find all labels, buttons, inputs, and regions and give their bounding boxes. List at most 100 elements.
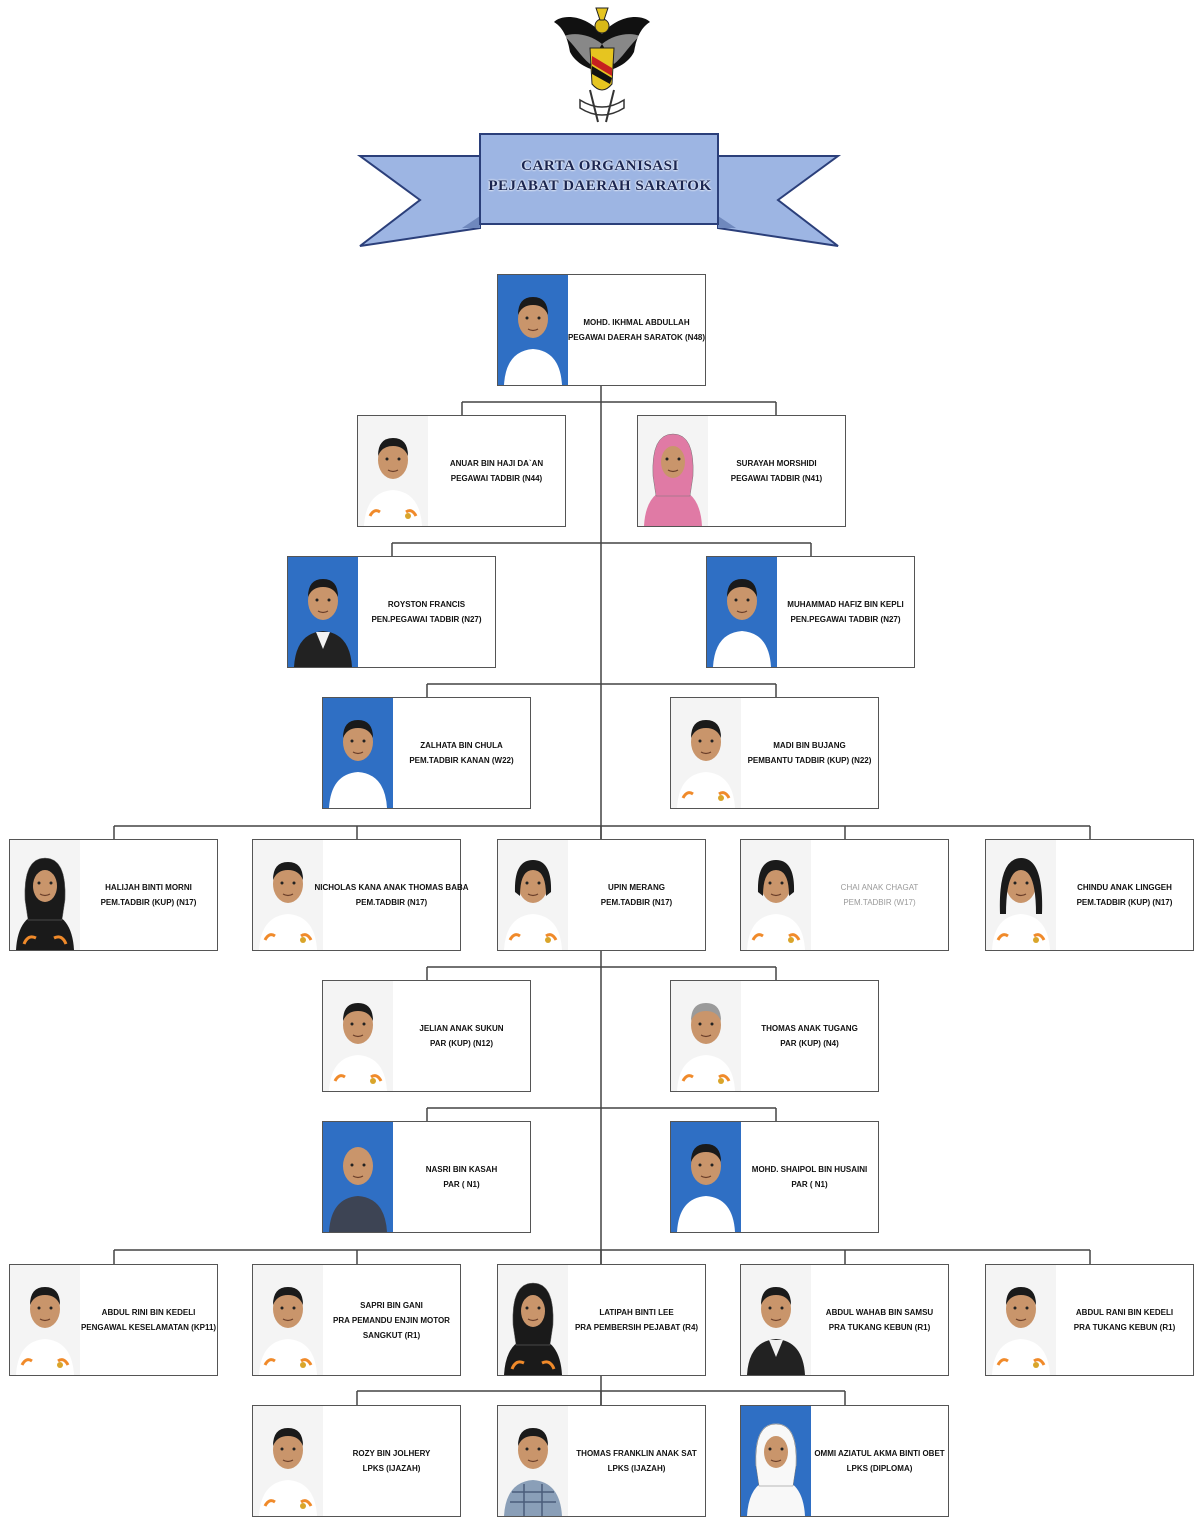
staff-position: PRA PEMANDU ENJIN MOTOR — [333, 1315, 450, 1325]
staff-photo — [498, 275, 568, 385]
staff-position: PAR ( N1) — [791, 1180, 828, 1189]
staff-photo — [10, 1265, 80, 1375]
staff-card: NASRI BIN KASAH PAR ( N1) — [322, 1121, 531, 1233]
title-banner — [356, 133, 842, 247]
staff-position: PRA TUKANG KEBUN (R1) — [828, 1323, 931, 1332]
staff-photo — [986, 840, 1056, 950]
staff-position: PAR (KUP) (N12) — [430, 1039, 493, 1048]
staff-photo — [253, 1265, 323, 1375]
staff-photo — [10, 840, 80, 950]
staff-card: JELIAN ANAK SUKUN PAR (KUP) (N12) — [322, 980, 531, 1092]
page-title: CARTA ORGANISASI PEJABAT DAERAH SARATOK — [480, 156, 720, 196]
staff-card: MOHD. SHAIPOL BIN HUSAINI PAR ( N1) — [670, 1121, 879, 1233]
staff-card: ANUAR BIN HAJI DA`AN PEGAWAI TADBIR (N44) — [357, 415, 566, 527]
staff-name: MOHD. IKHMAL ABDULLAH — [583, 318, 690, 327]
staff-info: ROYSTON FRANCIS PEN.PEGAWAI TADBIR (N27) — [360, 557, 493, 667]
staff-position: SANGKUT (R1) — [362, 1330, 421, 1340]
staff-photo — [323, 1122, 393, 1232]
staff-name: THOMAS FRANKLIN ANAK SAT — [576, 1449, 697, 1458]
staff-photo — [671, 1122, 741, 1232]
staff-info: NASRI BIN KASAH PAR ( N1) — [395, 1122, 528, 1232]
staff-card: ABDUL RANI BIN KEDELI PRA TUKANG KEBUN (R… — [985, 1264, 1194, 1376]
staff-name: ROZY BIN JOLHERY — [352, 1449, 431, 1458]
staff-name: ROYSTON FRANCIS — [387, 600, 466, 609]
staff-info: CHAI ANAK CHAGAT PEM.TADBIR (W17) — [813, 840, 946, 950]
staff-photo — [358, 416, 428, 526]
staff-name: JELIAN ANAK SUKUN — [419, 1024, 504, 1033]
staff-position: PAR (KUP) (N4) — [780, 1039, 839, 1048]
staff-name: ABDUL WAHAB BIN SAMSU — [825, 1308, 934, 1317]
staff-name: UPIN MERANG — [608, 883, 665, 892]
staff-name: HALIJAH BINTI MORNI — [105, 883, 192, 892]
staff-info: ABDUL WAHAB BIN SAMSU PRA TUKANG KEBUN (R… — [813, 1265, 946, 1375]
staff-position: LPKS (DIPLOMA) — [846, 1464, 913, 1473]
staff-photo — [986, 1265, 1056, 1375]
staff-name: SAPRI BIN GANI — [360, 1300, 423, 1310]
staff-position: PRA TUKANG KEBUN (R1) — [1073, 1323, 1176, 1332]
staff-position: PEM.TADBIR (KUP) (N17) — [1076, 898, 1173, 907]
staff-card: CHINDU ANAK LINGGEH PEM.TADBIR (KUP) (N17… — [985, 839, 1194, 951]
staff-photo — [253, 840, 323, 950]
staff-name: MOHD. SHAIPOL BIN HUSAINI — [751, 1165, 868, 1174]
staff-info: MOHD. SHAIPOL BIN HUSAINI PAR ( N1) — [743, 1122, 876, 1232]
staff-name: CHAI ANAK CHAGAT — [840, 883, 919, 892]
staff-position: PEM.TADBIR KANAN (W22) — [409, 756, 514, 765]
staff-info: ANUAR BIN HAJI DA`AN PEGAWAI TADBIR (N44) — [430, 416, 563, 526]
staff-photo — [638, 416, 708, 526]
staff-name: ABDUL RANI BIN KEDELI — [1075, 1308, 1174, 1317]
state-crest-icon — [554, 7, 650, 123]
staff-photo — [741, 1406, 811, 1516]
staff-name: NASRI BIN KASAH — [425, 1165, 498, 1174]
staff-name: ANUAR BIN HAJI DA`AN — [449, 459, 544, 468]
staff-card: ABDUL WAHAB BIN SAMSU PRA TUKANG KEBUN (R… — [740, 1264, 949, 1376]
staff-info: ABDUL RANI BIN KEDELI PRA TUKANG KEBUN (R… — [1058, 1265, 1191, 1375]
staff-photo — [498, 1265, 568, 1375]
staff-card: SAPRI BIN GANI PRA PEMANDU ENJIN MOTOR SAN… — [252, 1264, 461, 1376]
staff-photo — [253, 1406, 323, 1516]
staff-card: MADI BIN BUJANG PEMBANTU TADBIR (KUP) (N2… — [670, 697, 879, 809]
staff-name: OMMI AZIATUL AKMA BINTI OBET — [814, 1449, 945, 1458]
staff-info: OMMI AZIATUL AKMA BINTI OBET LPKS (DIPLOM… — [813, 1406, 946, 1516]
staff-name: CHINDU ANAK LINGGEH — [1077, 883, 1172, 892]
staff-photo — [288, 557, 358, 667]
staff-photo — [671, 698, 741, 808]
staff-card: OMMI AZIATUL AKMA BINTI OBET LPKS (DIPLOM… — [740, 1405, 949, 1517]
staff-info: MADI BIN BUJANG PEMBANTU TADBIR (KUP) (N2… — [743, 698, 876, 808]
staff-info: HALIJAH BINTI MORNI PEM.TADBIR (KUP) (N17… — [82, 840, 215, 950]
staff-photo — [707, 557, 777, 667]
staff-position: PEM.TADBIR (W17) — [843, 898, 916, 907]
staff-info: SURAYAH MORSHIDI PEGAWAI TADBIR (N41) — [710, 416, 843, 526]
staff-position: PEN.PEGAWAI TADBIR (N27) — [371, 615, 482, 624]
staff-photo — [498, 840, 568, 950]
staff-photo — [741, 1265, 811, 1375]
staff-position: PEGAWAI TADBIR (N41) — [730, 474, 823, 483]
staff-name: SURAYAH MORSHIDI — [736, 459, 817, 468]
staff-position: LPKS (IJAZAH) — [607, 1464, 666, 1473]
staff-card: HALIJAH BINTI MORNI PEM.TADBIR (KUP) (N17… — [9, 839, 218, 951]
staff-photo — [741, 840, 811, 950]
staff-name: LATIPAH BINTI LEE — [599, 1308, 674, 1317]
staff-position: PAR ( N1) — [443, 1180, 480, 1189]
staff-position: PEMBANTU TADBIR (KUP) (N22) — [747, 756, 872, 765]
staff-photo — [671, 981, 741, 1091]
page-title-line-2: PEJABAT DAERAH SARATOK — [488, 178, 712, 194]
staff-position: PEM.TADBIR (KUP) (N17) — [100, 898, 197, 907]
staff-card: CHAI ANAK CHAGAT PEM.TADBIR (W17) — [740, 839, 949, 951]
staff-name: MADI BIN BUJANG — [773, 741, 846, 750]
staff-position: PEGAWAI TADBIR (N44) — [450, 474, 543, 483]
staff-name: NICHOLAS KANA ANAK THOMAS BABA — [314, 883, 469, 892]
